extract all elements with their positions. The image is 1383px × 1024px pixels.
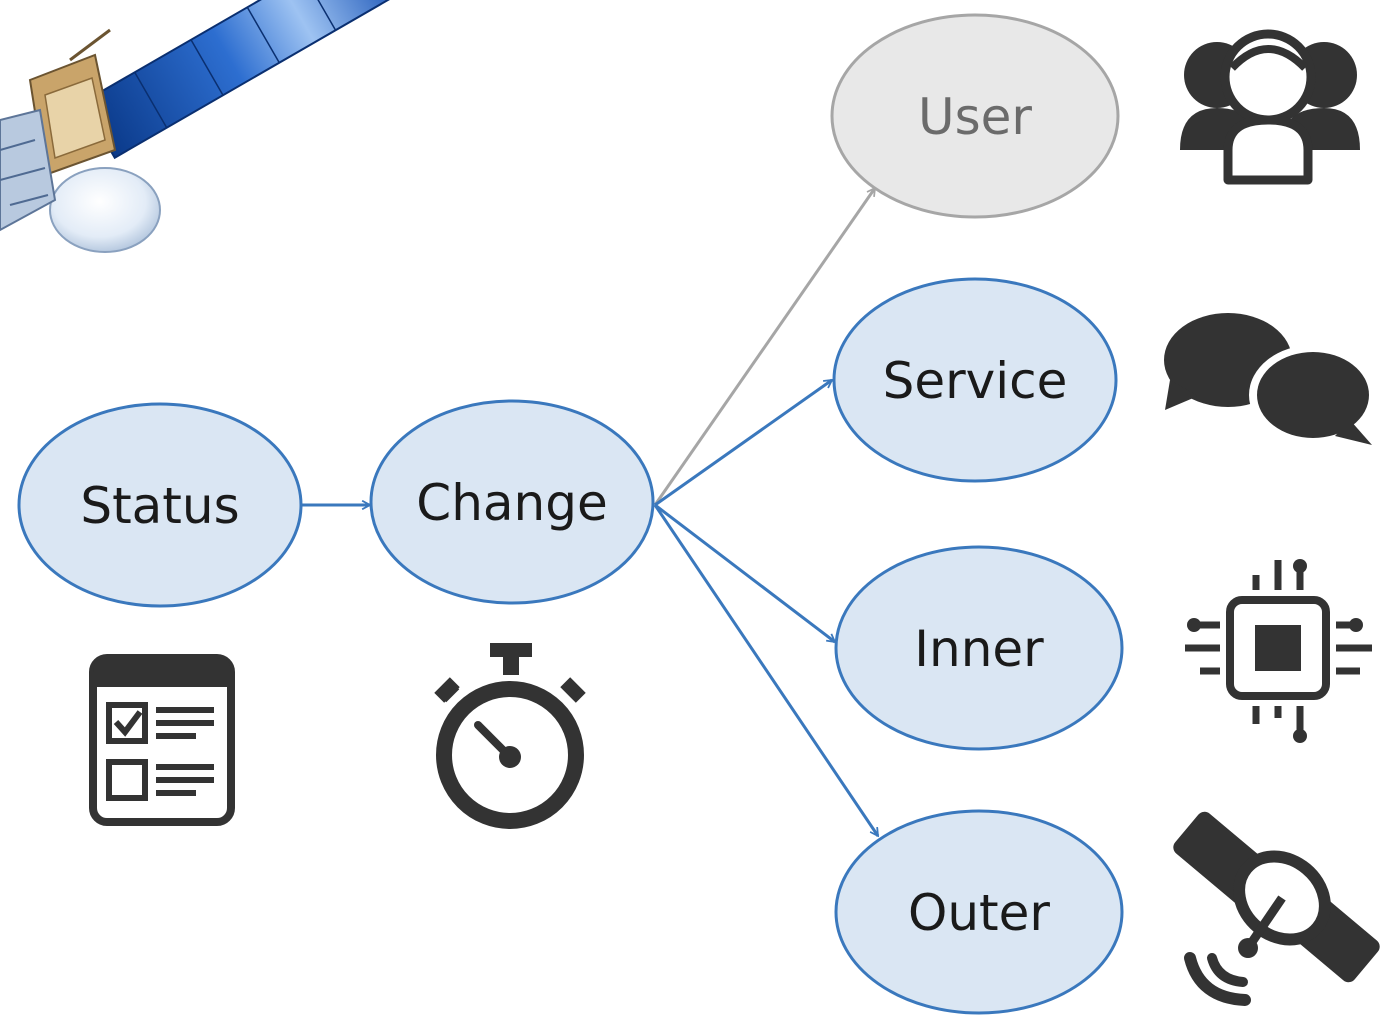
node-service: Service [832, 277, 1118, 483]
node-status-shape [17, 402, 303, 608]
user-group-icon [1180, 29, 1360, 185]
node-outer-shape [834, 809, 1124, 1015]
node-outer: Outer [834, 809, 1124, 1015]
node-change-label: Change [416, 474, 607, 532]
arrow-change-to-user [653, 188, 877, 506]
arrow-change-to-outer [653, 504, 880, 836]
chat-bubbles-icon [1164, 313, 1377, 445]
node-change: Change [369, 399, 655, 605]
node-outer-label: Outer [908, 884, 1050, 942]
node-service-label: Service [883, 352, 1068, 410]
satellite-icon [1173, 811, 1380, 1006]
node-inner-shape [834, 545, 1124, 751]
node-service-shape [832, 277, 1118, 483]
node-status-label: Status [80, 477, 239, 535]
node-change-shape [369, 399, 655, 605]
chip-icon [1185, 559, 1372, 743]
node-inner: Inner [834, 545, 1124, 751]
node-user-shape [830, 13, 1120, 219]
arrow-change-to-service [654, 378, 832, 507]
node-inner-label: Inner [914, 620, 1044, 678]
node-status: Status [17, 402, 303, 608]
stopwatch-icon [434, 643, 586, 829]
connectors [302, 188, 880, 836]
node-user: User [830, 13, 1120, 219]
node-user-label: User [918, 88, 1032, 146]
arrow-change-to-inner [654, 503, 835, 644]
checklist-icon [89, 654, 235, 826]
satellite-picture [0, 0, 402, 253]
